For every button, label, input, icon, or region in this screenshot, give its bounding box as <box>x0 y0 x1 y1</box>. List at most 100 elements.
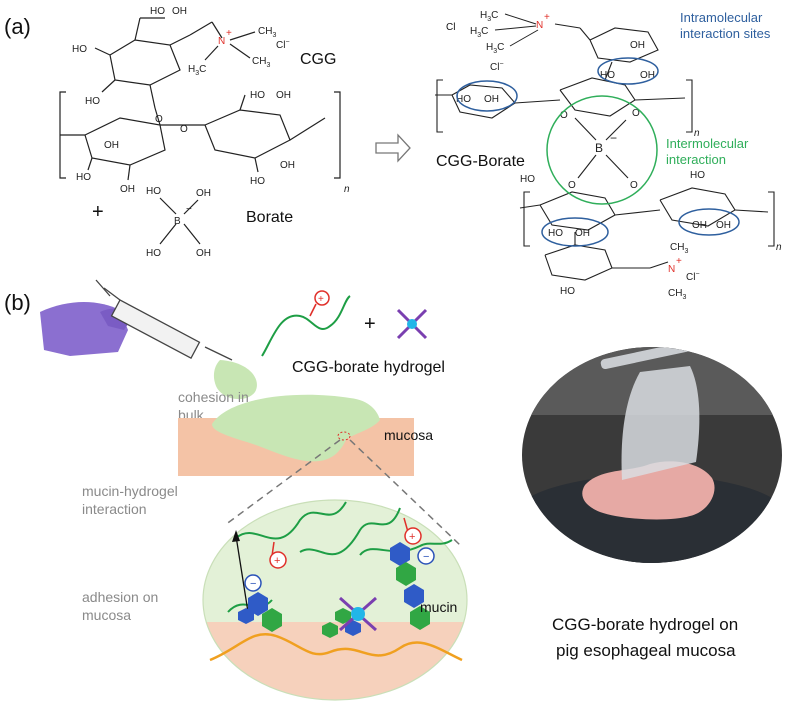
syringe-icon <box>95 279 233 361</box>
svg-text:Cl−: Cl− <box>686 271 700 283</box>
cgg-borate-ammonium-top: N + H3C H3C H3C Cl− <box>470 10 550 73</box>
chain-2 <box>299 507 401 556</box>
photo-caption-2: pig esophageal mucosa <box>556 641 736 660</box>
svg-text:OH: OH <box>104 140 119 151</box>
svg-text:O: O <box>632 108 640 119</box>
panel-a-label: (a) <box>4 14 31 39</box>
positive-charge-icon: + <box>403 517 422 545</box>
ammonium-group: N + CH3 CH3 H3C Cl− <box>188 26 290 77</box>
svg-text:HO: HO <box>150 6 165 17</box>
svg-text:HO: HO <box>600 70 615 81</box>
svg-text:OH: OH <box>716 220 731 231</box>
cohesion-label-1: cohesion in <box>178 389 249 405</box>
svg-text:−: − <box>423 551 429 563</box>
svg-text:H3C: H3C <box>470 26 488 39</box>
svg-text:OH: OH <box>692 220 707 231</box>
mucin-glycan-right <box>390 542 430 630</box>
borate-label: Borate <box>246 209 293 226</box>
svg-text:HO: HO <box>548 228 563 239</box>
hydrogel-label: CGG-borate hydrogel <box>292 359 445 376</box>
svg-text:N: N <box>668 264 675 275</box>
cgg-structure <box>59 17 341 181</box>
interface-highlight <box>337 431 351 441</box>
intramolecular-sites <box>456 57 740 247</box>
svg-text:+: + <box>318 294 324 305</box>
chain-3 <box>359 539 453 556</box>
svg-text:OH: OH <box>484 94 499 105</box>
svg-text:B: B <box>174 216 181 227</box>
svg-text:+: + <box>409 531 415 543</box>
svg-text:HO: HO <box>250 176 265 187</box>
svg-text:HO: HO <box>76 172 91 183</box>
svg-text:OH: OH <box>276 90 291 101</box>
repeat-n-bottom: n <box>776 242 782 253</box>
svg-text:O: O <box>155 114 163 125</box>
svg-text:HO: HO <box>690 170 705 181</box>
adhesion-label-1: adhesion on <box>82 589 158 605</box>
svg-text:+: + <box>676 256 682 267</box>
svg-text:OH: OH <box>280 160 295 171</box>
mucin-interaction-label-2: interaction <box>82 501 147 517</box>
mucin-interaction-label-1: mucin-hydrogel <box>82 483 178 499</box>
svg-text:CH3: CH3 <box>252 56 270 69</box>
svg-text:HO: HO <box>146 186 161 197</box>
svg-text:HO: HO <box>520 174 535 185</box>
borate-crosslink-icon <box>339 596 377 632</box>
cgg-labels: HO HO HO OH OH HO OH HO OH HO OH O O <box>72 6 295 195</box>
zoom-oval-outline <box>202 499 468 701</box>
mucin-glycan-left <box>238 592 282 632</box>
mucin-backbone <box>209 633 463 662</box>
svg-text:HO: HO <box>72 44 87 55</box>
negative-charge-icon: − <box>244 574 262 592</box>
svg-text:OH: OH <box>630 40 645 51</box>
svg-text:CH3: CH3 <box>670 242 688 255</box>
svg-text:O: O <box>568 180 576 191</box>
svg-text:HO: HO <box>146 248 161 259</box>
svg-text:Cl−: Cl− <box>490 61 504 73</box>
svg-text:+: + <box>226 28 232 39</box>
reaction-arrow <box>375 133 411 163</box>
intermolecular-circle <box>546 95 658 205</box>
positive-charge-icon <box>314 290 330 306</box>
svg-text:HO: HO <box>85 96 100 107</box>
borate-structure: B − HO OH HO OH <box>146 186 211 259</box>
borate-crosslinker-icon <box>396 308 428 340</box>
intermolecular-label-2: interaction <box>666 152 726 167</box>
positive-charge-icon: + <box>269 541 287 569</box>
svg-text:O: O <box>180 124 188 135</box>
intramolecular-label-2: interaction sites <box>680 26 771 41</box>
intramolecular-label-1: Intramolecular <box>680 10 763 25</box>
svg-text:OH: OH <box>172 6 187 17</box>
svg-text:N: N <box>536 20 543 31</box>
mucin-glycan-center <box>322 608 361 638</box>
hydrogel-drop <box>213 360 257 400</box>
plus-sign-b: + <box>364 313 376 335</box>
adhesion-label-2: mucosa <box>82 607 131 623</box>
svg-text:CH3: CH3 <box>668 288 686 301</box>
svg-text:OH: OH <box>120 184 135 195</box>
panel-b-label: (b) <box>4 290 31 315</box>
svg-text:H3C: H3C <box>188 64 206 77</box>
svg-text:+: + <box>544 12 550 23</box>
svg-text:−: − <box>610 131 617 145</box>
cgg-borate-ammonium-bottom: N + CH3 CH3 Cl− <box>668 242 700 301</box>
cgg-chain-icon <box>261 295 351 357</box>
svg-text:OH: OH <box>196 248 211 259</box>
mucin-label: mucin <box>420 599 457 615</box>
cl-top: Cl <box>446 22 455 33</box>
mucosa-label: mucosa <box>384 427 433 443</box>
cgg-borate-structure <box>435 23 775 281</box>
negative-charge-icon: − <box>417 547 435 565</box>
svg-text:HO: HO <box>250 90 265 101</box>
svg-text:HO: HO <box>560 286 575 297</box>
svg-text:OH: OH <box>196 188 211 199</box>
bulk-hydrogel <box>212 394 380 462</box>
photo-hydrogel-on-mucosa <box>522 347 782 563</box>
cgg-label: CGG <box>300 51 336 68</box>
distance-arrow <box>235 535 249 613</box>
repeat-n-top: n <box>694 128 700 139</box>
svg-text:−: − <box>186 204 192 215</box>
intermolecular-label-1: Intermolecular <box>666 136 749 151</box>
svg-text:HO: HO <box>456 94 471 105</box>
